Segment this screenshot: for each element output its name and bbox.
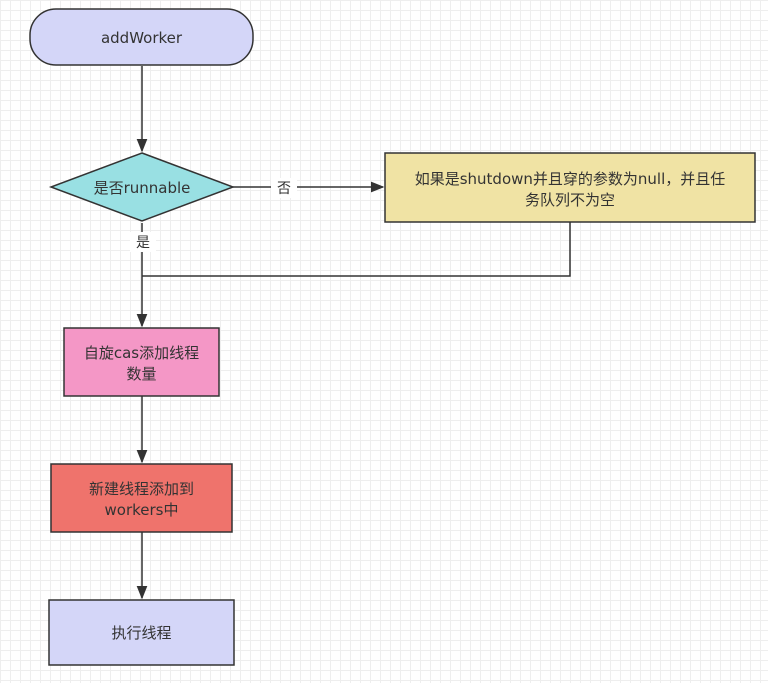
decision-shape: [48, 152, 236, 222]
edge-label-no: 否: [277, 181, 291, 197]
start-shape: [29, 8, 254, 66]
cas-label-line1: 自旋cas添加线程: [84, 344, 199, 362]
cas-shape: [63, 327, 220, 397]
new-worker-label-line1: 新建线程添加到: [89, 480, 194, 498]
node-condition[interactable]: 如果是shutdown并且穿的参数为null，并且任 务队列不为空: [384, 152, 756, 223]
condition-shape: [384, 152, 756, 223]
node-cas[interactable]: 自旋cas添加线程 数量: [63, 327, 220, 397]
no-label-bg: [271, 178, 297, 198]
node-execute[interactable]: 执行线程: [48, 599, 235, 666]
start-label: addWorker: [101, 29, 183, 47]
new-worker-shape: [50, 463, 233, 533]
node-start[interactable]: addWorker: [29, 8, 254, 66]
condition-label-line2: 务队列不为空: [525, 191, 615, 209]
node-new-worker[interactable]: 新建线程添加到 workers中: [50, 463, 233, 533]
execute-shape: [48, 599, 235, 666]
condition-label-line1: 如果是shutdown并且穿的参数为null，并且任: [415, 170, 726, 188]
decision-label: 是否runnable: [94, 179, 191, 197]
execute-label: 执行线程: [111, 624, 171, 642]
new-worker-label-line2: workers中: [105, 501, 179, 519]
cas-label-line2: 数量: [126, 365, 156, 383]
edge-condition-merge: [142, 222, 571, 277]
yes-label-bg: [130, 232, 156, 252]
node-decision[interactable]: 是否runnable: [48, 152, 236, 222]
edge-label-yes: 是: [136, 235, 150, 251]
